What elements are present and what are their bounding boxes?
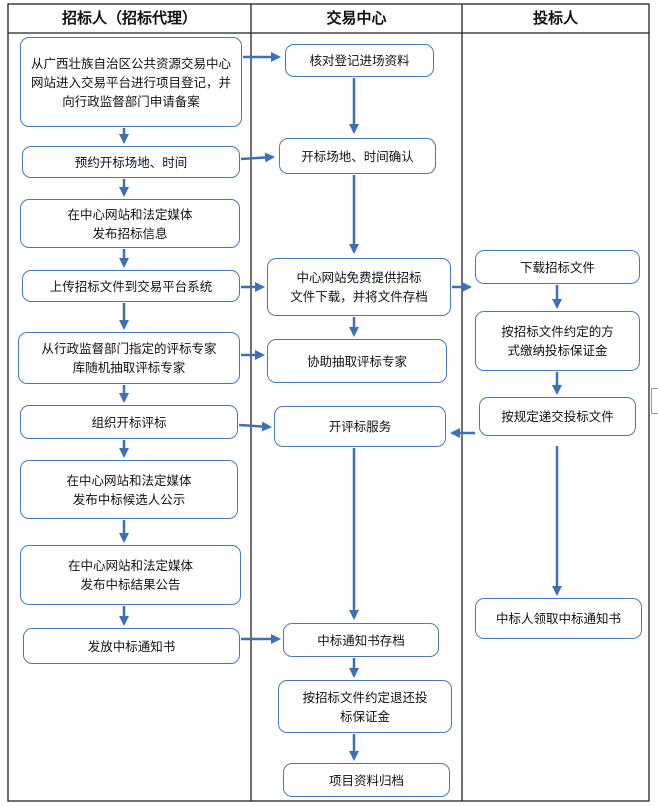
tenderer-step-upload-docs: 上传招标文件到交易平台系统	[22, 270, 240, 302]
center-step-confirm-venue: 开标场地、时间确认	[279, 138, 436, 174]
center-step-verify: 核对登记进场资料	[285, 44, 434, 77]
tenderer-step-publish-tender: 在中心网站和法定媒体 发布招标信息	[20, 199, 240, 248]
header-bidder: 投标人	[532, 9, 578, 27]
center-step-archive-notice: 中标通知书存档	[283, 623, 439, 657]
center-step-assist-experts: 协助抽取评标专家	[267, 339, 447, 383]
flow-arrow	[238, 421, 272, 432]
tenderer-step-draw-experts: 从行政监督部门指定的评标专家 库随机抽取评标专家	[18, 332, 240, 384]
center-step-evaluation-service: 开评标服务	[274, 406, 446, 447]
tenderer-step-publish-result: 在中心网站和法定媒体 发布中标结果公告	[20, 545, 241, 605]
arrow-layer	[119, 52, 562, 761]
tenderer-step-open-evaluate: 组织开标评标	[20, 405, 238, 439]
table-frame	[7, 3, 650, 802]
tenderer-step-reserve-venue: 预约开标场地、时间	[22, 146, 240, 178]
tenderer-step-publish-candidates: 在中心网站和法定媒体 发布中标候选人公示	[20, 460, 238, 519]
bidder-step-download: 下载招标文件	[475, 250, 640, 284]
header-tenderer: 招标人（招标代理）	[61, 9, 197, 27]
bidder-step-collect-notice: 中标人领取中标通知书	[475, 598, 642, 639]
tenderer-step-issue-notice: 发放中标通知书	[23, 628, 240, 664]
center-step-provide-download: 中心网站免费提供招标 文件下载，并将文件存档	[267, 258, 451, 316]
page-edge-marker	[651, 388, 658, 414]
flow-arrow	[240, 152, 275, 163]
center-step-archive-project: 项目资料归档	[283, 763, 450, 797]
bidder-step-pay-deposit: 按招标文件约定的方 式缴纳投标保证金	[475, 311, 640, 371]
tenderer-step-register: 从广西壮族自治区公共资源交易中心网站进入交易平台进行项目登记，并向行政监督部门申…	[20, 37, 242, 127]
center-step-refund-deposit: 按招标文件约定退还投 标保证金	[278, 680, 452, 733]
header-center: 交易中心	[326, 9, 387, 27]
bidder-step-submit-bid: 按规定递交投标文件	[479, 397, 636, 436]
